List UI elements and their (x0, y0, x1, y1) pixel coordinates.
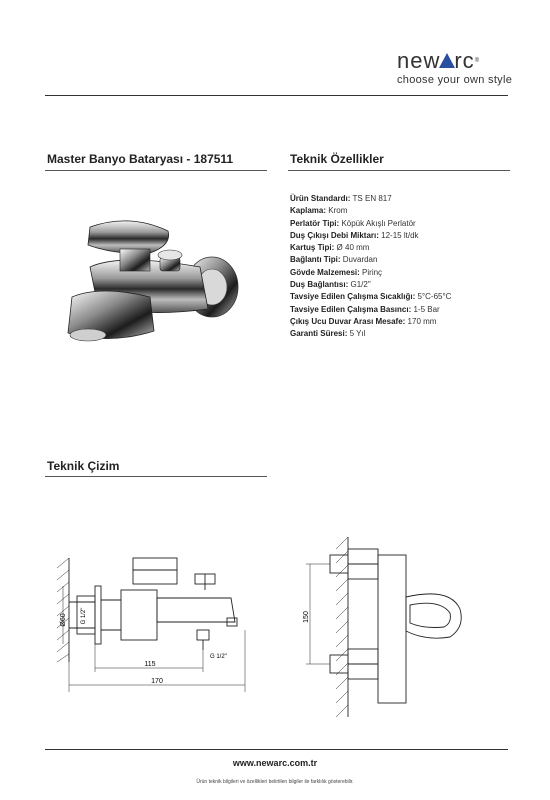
spec-row: Gövde Malzemesi: Pirinç (290, 267, 383, 277)
registered-mark: ® (474, 58, 481, 64)
dim-thread-left: G 1/2" (81, 608, 87, 625)
brand-text-right: rc (454, 48, 475, 73)
header-divider (45, 95, 508, 96)
specs-title-underline (288, 170, 510, 171)
footer-divider (45, 749, 508, 750)
spec-row: Kartuş Tipi: Ø 40 mm (290, 243, 370, 253)
specs-list: Ürün Standardı: TS EN 817 Kaplama: Krom … (290, 193, 540, 341)
brand-text-left: new (397, 48, 441, 73)
drawing-title: Teknik Çizim (47, 459, 120, 473)
dim-115: 115 (144, 661, 155, 668)
product-title: Master Banyo Bataryası - 187511 (47, 152, 234, 166)
dim-diameter-60: Ø60 (60, 613, 67, 626)
spec-row: Tavsiye Edilen Çalışma Basıncı: 1-5 Bar (290, 304, 440, 314)
spec-row: Ürün Standardı: TS EN 817 (290, 194, 392, 203)
spec-row: Perlatör Tipi: Köpük Akışlı Perlatör (290, 218, 416, 228)
footer-url[interactable]: www.newarc.com.tr (232, 758, 318, 768)
spec-row: Garanti Süresi: 5 Yıl (290, 329, 366, 339)
front-view-drawing: Ø60 G 1/2" G 1/2" 115 170 (56, 557, 246, 692)
brand-triangle-icon (439, 53, 456, 68)
spec-row: Bağlantı Tipi: Duvardan (290, 255, 378, 265)
dim-thread-bottom: G 1/2" (210, 654, 227, 660)
footer-disclaimer: Ürün teknik bilgileri ve özellikleri bel… (196, 779, 354, 785)
brand-tagline: choose your own style (397, 74, 513, 86)
spec-row: Kaplama: Krom (290, 206, 348, 216)
spec-row: Duş Bağlantısı: G1/2" (290, 280, 371, 290)
drawing-title-underline (45, 476, 267, 477)
dim-150: 150 (303, 611, 310, 623)
spec-row: Çıkış Ucu Duvar Arası Mesafe: 170 mm (290, 316, 437, 326)
specs-title: Teknik Özellikler (290, 152, 384, 166)
product-photo (67, 220, 239, 342)
spec-row: Duş Çıkışı Debi Miktarı: 12-15 lt/dk (290, 230, 419, 240)
product-title-underline (45, 170, 267, 171)
side-view-drawing: 150 (303, 536, 462, 718)
dim-170: 170 (151, 678, 163, 685)
spec-row: Tavsiye Edilen Çalışma Sıcaklığı: 5°C-65… (290, 292, 452, 302)
